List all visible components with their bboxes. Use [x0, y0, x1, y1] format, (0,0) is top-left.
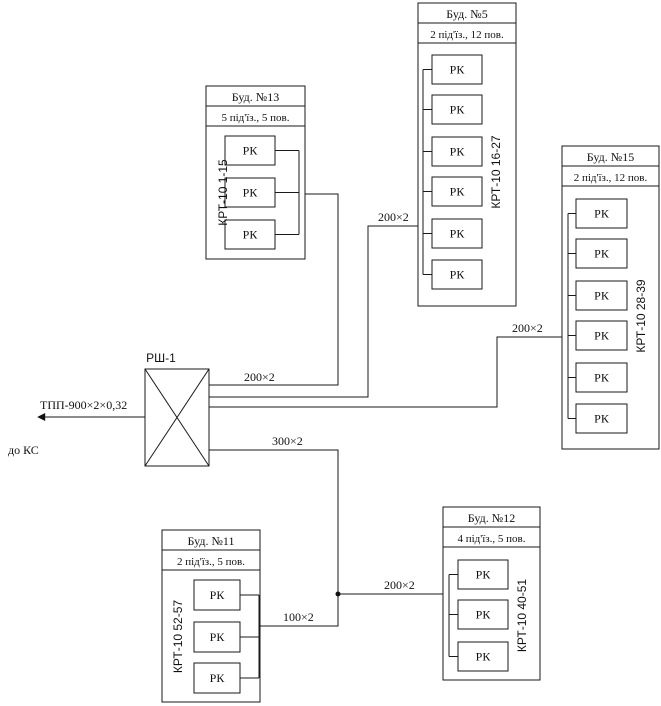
rk-label: РК — [594, 207, 610, 221]
rk-label: РК — [450, 227, 466, 241]
rk-box[interactable] — [431, 176, 483, 207]
route-to-b13 — [209, 193, 339, 386]
cable-label-trunk: 300×2 — [272, 434, 303, 448]
rk-box[interactable] — [193, 579, 241, 611]
rk-label: РК — [450, 103, 466, 117]
building-name: Буд. №13 — [232, 90, 279, 104]
rk-label: РК — [450, 63, 466, 77]
cable-label-b11: 100×2 — [283, 610, 314, 624]
rk-label: РК — [243, 228, 259, 242]
rk-box[interactable] — [224, 135, 276, 166]
building-b12[interactable]: Буд. №12 4 під'їз., 5 пов. РК РК РК КРТ-10 40… — [442, 506, 541, 681]
rk-label: РК — [476, 568, 492, 582]
rk-label: РК — [210, 671, 226, 685]
rk-box[interactable] — [224, 219, 276, 250]
rk-label: РК — [594, 289, 610, 303]
building-b11[interactable]: Буд. №11 2 під'їз., 5 пов. РК РК РК КРТ-10 52… — [161, 529, 261, 703]
krt-label: КРТ-10 40-51 — [515, 579, 529, 652]
building-b13[interactable]: Буд. №13 5 під'їз., 5 пов. РК РК РК КРТ-10 1-… — [205, 85, 306, 260]
rk-box[interactable] — [193, 621, 241, 653]
rk-label: РК — [594, 329, 610, 343]
rk-box[interactable] — [575, 320, 628, 351]
main-cable-label: ТПП-900×2×0,32 — [40, 398, 127, 412]
rk-box[interactable] — [224, 177, 276, 208]
rk-box[interactable] — [575, 362, 628, 393]
building-name: Буд. №11 — [188, 534, 235, 548]
rk-box[interactable] — [431, 54, 483, 85]
krt-label: КРТ-10 16-27 — [489, 135, 503, 208]
rk-box[interactable] — [431, 218, 483, 249]
rk-label: РК — [594, 412, 610, 426]
main-cable: ТПП-900×2×0,32 до КС — [8, 398, 145, 457]
building-info: 2 під'їз., 12 пов. — [430, 29, 504, 41]
cable-label-b15: 200×2 — [512, 321, 543, 335]
krt-label: КРТ-10 1-15 — [216, 159, 230, 226]
building-info: 4 під'їз., 5 пов. — [457, 533, 525, 545]
rk-label: РК — [243, 186, 259, 200]
rk-box[interactable] — [457, 641, 509, 672]
building-info: 2 під'їз., 5 пов. — [177, 556, 245, 568]
rk-box[interactable] — [575, 198, 628, 229]
rk-label: РК — [210, 588, 226, 602]
buildings-layer: Буд. №13 5 під'їз., 5 пов. РК РК РК КРТ-10 1-… — [161, 2, 660, 703]
route-trunk-b11 — [209, 449, 339, 627]
rk-label: РК — [594, 371, 610, 385]
building-b5[interactable]: Буд. №5 2 під'їз., 12 пов. РК РК РК РК РК РК КРТ… — [417, 2, 517, 307]
cable-label-b12: 200×2 — [384, 578, 415, 592]
distribution-box-cross-b — [144, 368, 210, 467]
rk-label: РК — [450, 145, 466, 159]
building-name: Буд. №5 — [446, 7, 487, 21]
rk-box[interactable] — [457, 559, 509, 590]
rk-label: РК — [243, 144, 259, 158]
rk-box[interactable] — [431, 94, 483, 125]
building-name: Буд. №15 — [587, 150, 634, 164]
rk-box[interactable] — [575, 403, 628, 434]
rk-box[interactable] — [575, 280, 628, 311]
rk-box[interactable] — [431, 136, 483, 167]
rk-box[interactable] — [431, 259, 483, 290]
rk-label: РК — [476, 608, 492, 622]
distribution-box-label: РШ-1 — [146, 351, 176, 365]
krt-label: КРТ-10 28-39 — [634, 279, 648, 352]
krt-label: КРТ-10 52-57 — [171, 600, 185, 673]
rk-box[interactable] — [193, 662, 241, 694]
rk-label: РК — [450, 268, 466, 282]
rk-label: РК — [450, 185, 466, 199]
rk-box[interactable] — [575, 238, 628, 269]
building-info: 2 під'їз., 12 пов. — [574, 172, 648, 184]
cable-routes: 200×2 200×2 200×2 300×2 100×2 200×2 — [209, 193, 568, 627]
cable-label-b13: 200×2 — [244, 370, 275, 384]
rk-label: РК — [594, 247, 610, 261]
main-cable-destination: до КС — [8, 443, 39, 457]
cable-label-b5: 200×2 — [378, 210, 409, 224]
route-to-b5 — [209, 225, 423, 398]
rk-box[interactable] — [457, 599, 509, 630]
building-name: Буд. №12 — [468, 511, 515, 525]
building-info: 5 під'їз., 5 пов. — [221, 112, 289, 124]
building-b15[interactable]: Буд. №15 2 під'їз., 12 пов. РК РК РК РК РК РК КР… — [561, 145, 660, 450]
route-to-b15 — [209, 336, 568, 408]
distribution-box-rsh1[interactable]: РШ-1 — [144, 351, 210, 467]
rk-label: РК — [210, 630, 226, 644]
junction-node — [335, 591, 341, 597]
rk-label: РК — [476, 650, 492, 664]
